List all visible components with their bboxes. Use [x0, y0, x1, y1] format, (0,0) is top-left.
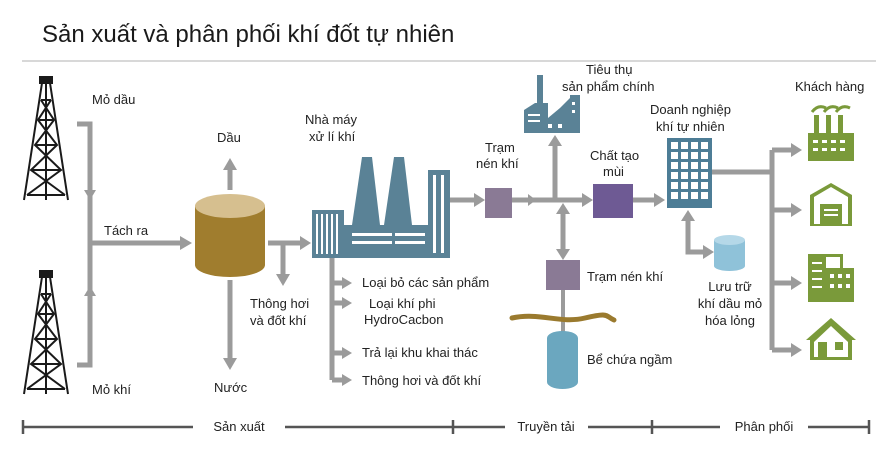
arrow-up-icon	[223, 158, 237, 170]
consumption-label: sản phẩm chính	[562, 79, 655, 94]
building-window	[671, 152, 678, 159]
building-window	[681, 162, 688, 169]
arrow-down-icon	[223, 358, 237, 370]
consumption-label: Tiêu thụ	[586, 62, 633, 77]
stage-production: Sản xuất	[213, 419, 265, 434]
lpg-label: hóa lỏng	[705, 313, 755, 328]
building-window	[691, 182, 698, 189]
building-window	[681, 142, 688, 149]
collector-pipe	[77, 121, 93, 368]
lpg-storage-icon	[714, 235, 745, 271]
processing-plant-icon	[312, 157, 450, 258]
building-window	[671, 142, 678, 149]
arrow-right-icon	[300, 236, 311, 250]
building-window	[691, 142, 698, 149]
arrow-down-icon	[84, 190, 96, 200]
underground-label: Bể chứa ngầm	[587, 352, 672, 367]
plant-output-label: Trả lại khu khai thác	[362, 345, 478, 360]
compressor-label: Trạm	[485, 140, 515, 155]
gas-derrick-icon	[23, 270, 69, 395]
vent-label: Thông hơi	[250, 296, 309, 311]
utility-building-icon	[667, 138, 712, 208]
customer-pipes	[712, 147, 792, 353]
building-window	[691, 152, 698, 159]
plant-output-arrows	[332, 277, 352, 386]
underground-storage-icon	[547, 331, 578, 389]
arrow-down-icon	[276, 274, 290, 286]
separate-label: Tách ra	[104, 223, 149, 238]
plant-output-label: Thông hơi và đốt khí	[362, 373, 481, 388]
odorant-icon	[593, 184, 633, 218]
vent-label: và đốt khí	[250, 313, 307, 328]
factory-customer-icon	[808, 105, 854, 161]
plant-output-label: Loại khí phi	[369, 296, 436, 311]
compressor2-label: Trạm nén khí	[587, 269, 663, 284]
separator-tank-icon	[195, 194, 265, 277]
arrow-right-icon	[791, 143, 802, 357]
building-window	[681, 172, 688, 179]
building-window	[681, 192, 688, 199]
compressor-label: nén khí	[476, 156, 519, 171]
stage-transmission: Truyền tải	[517, 419, 574, 434]
oil-label: Dầu	[217, 130, 241, 145]
utility-label: Doanh nghiệp	[650, 102, 731, 117]
compressor-station-icon	[546, 260, 580, 290]
customers-label: Khách hàng	[795, 79, 864, 94]
oil-well-label: Mỏ dầu	[92, 92, 135, 107]
building-window	[701, 152, 708, 159]
stage-distribution: Phân phối	[735, 419, 794, 434]
oil-derrick-icon	[23, 76, 69, 201]
plant-output-label: Loại bỏ các sản phẩm	[362, 275, 489, 290]
building-window	[701, 192, 708, 199]
warehouse-customer-icon	[810, 183, 852, 226]
building-window	[701, 142, 708, 149]
arrow-up-icon	[84, 286, 96, 296]
building-window	[681, 152, 688, 159]
building-window	[691, 162, 698, 169]
plant-output-label: HydroCacbon	[364, 312, 444, 327]
office-customer-icon	[808, 254, 854, 302]
compressor-station-icon	[485, 188, 512, 218]
arrow-up-icon	[548, 135, 562, 146]
building-window	[701, 182, 708, 189]
ground-line	[509, 312, 617, 323]
page-title: Sản xuất và phân phối khí đốt tự nhiên	[42, 21, 454, 48]
lpg-pipe	[685, 220, 704, 255]
lpg-label: khí dầu mỏ	[698, 296, 762, 311]
odorant-label: Chất tạo	[590, 148, 639, 163]
bidirectional-arrow-icon	[681, 210, 714, 259]
gas-well-label: Mỏ khí	[92, 382, 131, 397]
building-window	[681, 182, 688, 189]
building-window	[701, 162, 708, 169]
building-window	[671, 192, 678, 199]
utility-label: khí tự nhiên	[656, 119, 725, 134]
lpg-label: Lưu trữ	[708, 279, 752, 294]
industrial-consumer-icon	[524, 75, 580, 133]
arrow-right-icon	[654, 193, 665, 207]
building-window	[671, 182, 678, 189]
house-customer-icon	[806, 318, 856, 360]
arrow-right-icon	[474, 193, 485, 207]
building-window	[671, 172, 678, 179]
building-window	[691, 192, 698, 199]
building-window	[701, 172, 708, 179]
arrow-right-icon	[180, 236, 192, 250]
odorant-label: mùi	[603, 164, 624, 179]
building-window	[671, 162, 678, 169]
water-label: Nước	[214, 380, 248, 395]
plant-label: Nhà máy	[305, 112, 358, 127]
building-window	[691, 172, 698, 179]
plant-label: xử lí khí	[309, 129, 356, 144]
stage-axis	[21, 420, 871, 434]
